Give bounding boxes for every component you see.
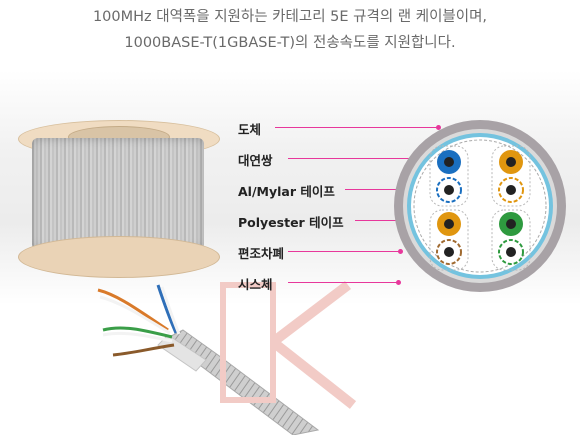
stripped-cable-image [97, 284, 320, 435]
leader-al-mylar [345, 189, 407, 190]
cable-cross-section-diagram [394, 120, 566, 292]
intro-text: 100MHz 대역폭을 지원하는 카테고리 5E 규격의 랜 케이블이며, 10… [0, 4, 580, 56]
leader-dot-braid [398, 249, 403, 254]
reel-cable-coil [32, 138, 204, 250]
leader-sheath [288, 282, 398, 283]
label-braid: 편조차폐 [238, 246, 285, 261]
cable-reel-image [18, 120, 220, 280]
label-polyester: Polyester 테이프 [238, 215, 344, 230]
label-twisted-pair: 대연쌍 [238, 153, 273, 168]
pair-orange [491, 145, 531, 207]
leader-conductor [275, 127, 438, 128]
leader-braid [288, 251, 400, 252]
label-al-mylar: Al/Mylar 테이프 [238, 184, 335, 199]
pair-green [491, 209, 531, 271]
polyester-layer [411, 137, 549, 275]
label-conductor: 도체 [238, 122, 262, 137]
label-sheath: 시스체 [238, 277, 273, 292]
pair-brown [429, 209, 469, 271]
watermark-logo [220, 281, 357, 409]
reel-front-flange [18, 236, 220, 278]
intro-line-2: 1000BASE-T(1GBASE-T)의 전송속도를 지원합니다. [124, 35, 456, 51]
leader-dot-conductor [436, 125, 441, 130]
pair-blue [429, 145, 469, 207]
intro-line-1: 100MHz 대역폭을 지원하는 카테고리 5E 규격의 랜 케이블이며, [92, 9, 488, 25]
leader-polyester [355, 220, 403, 221]
leader-dot-sheath [396, 280, 401, 285]
leader-twisted-pair [288, 158, 446, 159]
